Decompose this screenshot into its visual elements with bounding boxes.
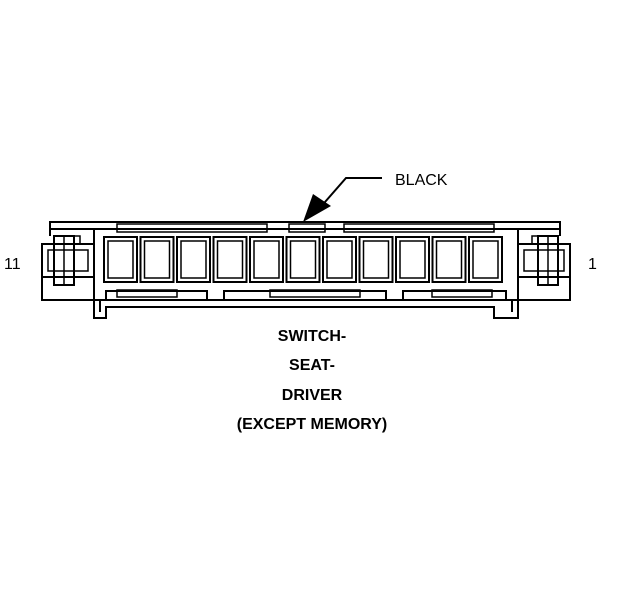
terminal-cavity-inner <box>289 240 317 279</box>
latch-right <box>517 235 571 301</box>
terminal-cavity-inner <box>253 240 280 279</box>
caption-line-4: (EXCEPT MEMORY) <box>236 416 388 433</box>
color-label: BLACK <box>395 172 448 189</box>
bottom-keyway <box>105 290 507 301</box>
pin-number-right: 1 <box>588 256 597 273</box>
caption-line-3: DRIVER <box>281 387 343 404</box>
terminal-cavity <box>285 236 321 283</box>
terminal-cavity <box>468 236 503 283</box>
terminal-cavity <box>322 236 357 283</box>
terminal-cavity-inner <box>472 240 499 279</box>
terminal-cavity-inner <box>143 240 171 279</box>
terminal-cavity <box>431 236 467 283</box>
caption-line-1: SWITCH- <box>277 328 347 345</box>
leader-line <box>317 177 382 211</box>
cavity-row <box>103 236 503 283</box>
terminal-cavity <box>176 236 211 283</box>
terminal-cavity-inner <box>216 240 244 279</box>
terminal-cavity <box>103 236 138 283</box>
leader-arrowhead <box>303 194 331 222</box>
bottom-skirt-outer <box>93 300 519 319</box>
terminal-cavity-inner <box>326 240 353 279</box>
latch-left <box>41 235 95 301</box>
terminal-cavity <box>358 236 394 283</box>
terminal-cavity-inner <box>362 240 390 279</box>
bottom-slot-3 <box>431 289 493 298</box>
terminal-cavity <box>249 236 284 283</box>
bottom-slot-1 <box>116 289 178 298</box>
terminal-cavity <box>212 236 248 283</box>
terminal-cavity-inner <box>107 240 134 279</box>
caption-line-2: SEAT- <box>289 357 335 374</box>
terminal-cavity-inner <box>399 240 426 279</box>
terminal-cavity <box>395 236 430 283</box>
pin-number-left: 11 <box>4 256 21 273</box>
terminal-cavity-inner <box>435 240 463 279</box>
terminal-cavity-inner <box>180 240 207 279</box>
bottom-slot-2 <box>269 289 361 298</box>
terminal-cavity <box>139 236 175 283</box>
